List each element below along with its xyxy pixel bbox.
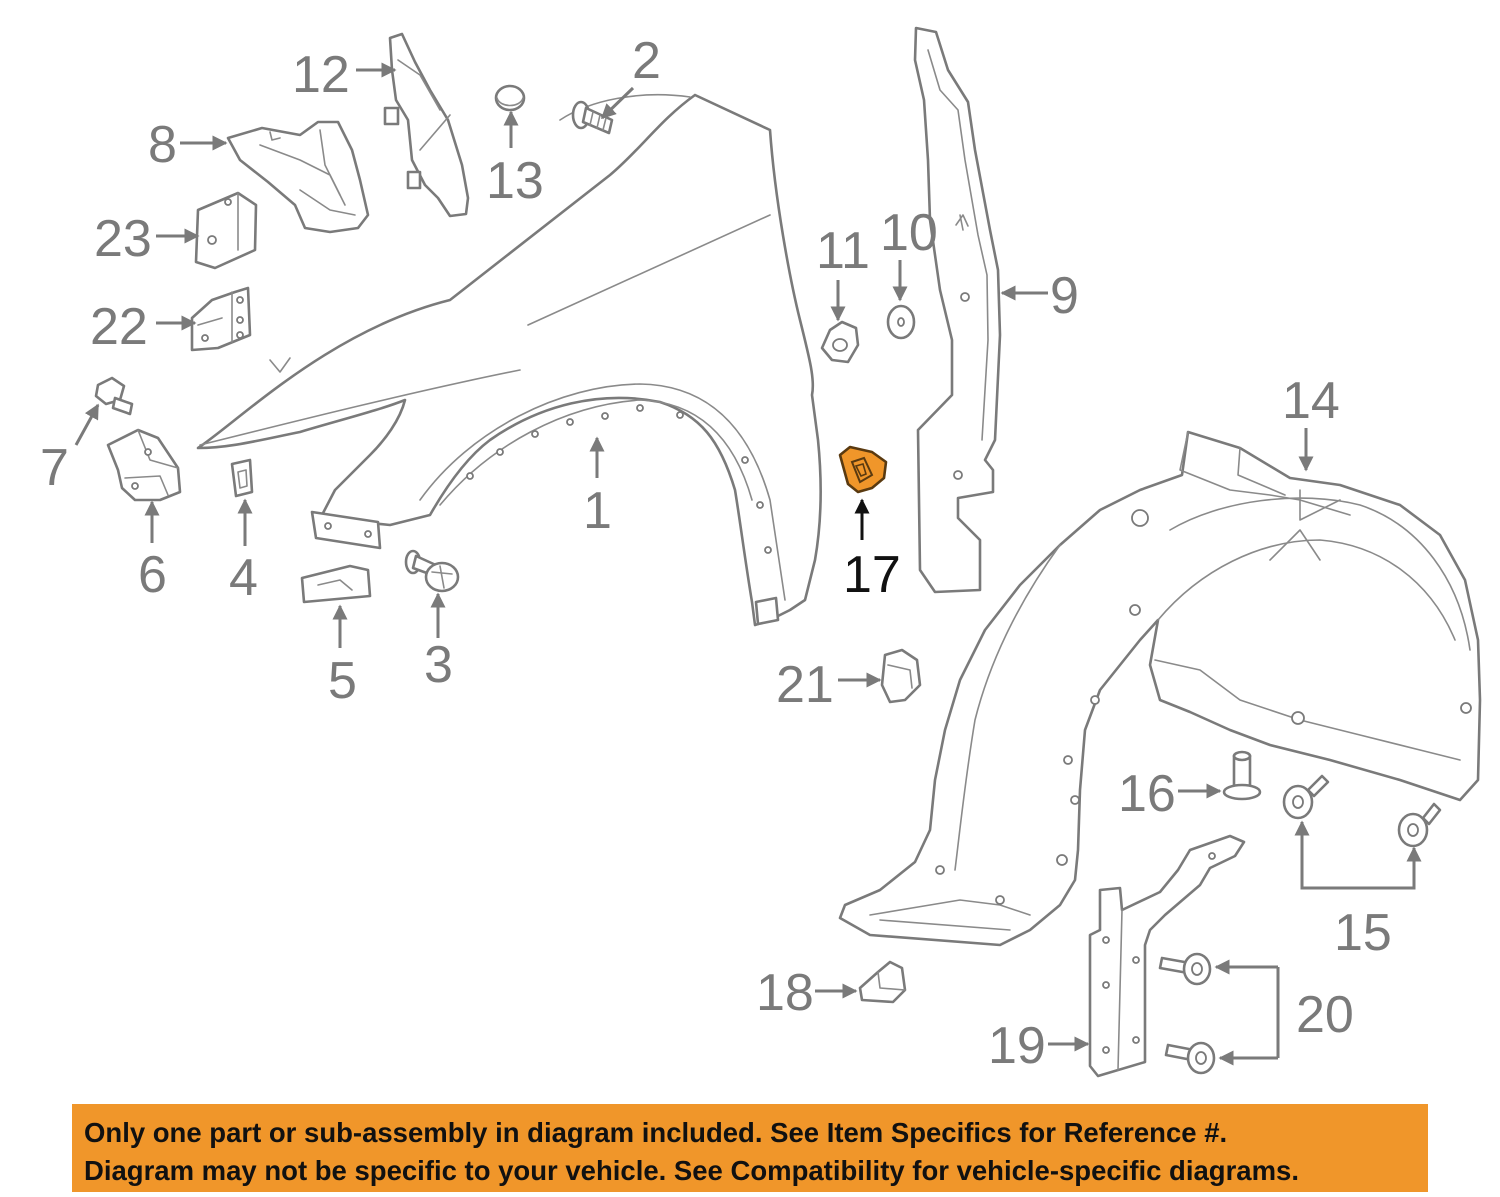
callout-23: 23 [94, 210, 152, 268]
parts-diagram: 1 2 3 4 5 6 7 8 9 10 11 12 13 14 15 16 1… [40, 26, 1482, 1078]
wheelhouse-liner-part-14 [838, 430, 1482, 947]
clip-part-18 [858, 960, 907, 1004]
disclaimer-line-2: Diagram may not be specific to your vehi… [84, 1155, 1299, 1186]
callout-numbers: 1 2 3 4 5 6 7 8 9 10 11 12 13 14 15 16 1… [40, 32, 1392, 1075]
fender-part-1 [196, 93, 822, 627]
pin-part-16 [1222, 750, 1262, 801]
callout-7: 7 [40, 439, 69, 497]
callout-4: 4 [229, 549, 258, 607]
callout-10: 10 [880, 204, 938, 262]
callout-14: 14 [1282, 372, 1340, 430]
callout-22: 22 [90, 298, 148, 356]
callout-1: 1 [583, 482, 612, 540]
callout-18: 18 [756, 964, 814, 1022]
leader-arrows [74, 62, 1422, 1066]
callout-2: 2 [632, 32, 661, 90]
clip-part-4 [230, 458, 254, 498]
callout-13: 13 [486, 152, 544, 210]
clip-part-17-highlighted [838, 445, 888, 494]
callout-11: 11 [816, 222, 870, 280]
bolt-part-7 [94, 376, 134, 416]
bracket-part-5 [300, 564, 372, 604]
bolt-part-2 [571, 100, 614, 135]
clip-part-21 [880, 648, 922, 704]
screw-part-20-b [1164, 1041, 1216, 1075]
callout-5: 5 [328, 652, 357, 710]
callout-21: 21 [776, 656, 834, 714]
callout-12: 12 [292, 46, 350, 104]
disclaimer-banner: Only one part or sub-assembly in diagram… [72, 1104, 1428, 1192]
callout-16: 16 [1118, 765, 1176, 823]
screw-part-15-a [1282, 774, 1330, 820]
screw-part-15-b [1397, 802, 1442, 848]
screw-part-20-a [1158, 952, 1212, 986]
callout-3: 3 [424, 636, 453, 694]
callout-20: 20 [1296, 986, 1354, 1044]
callout-17-highlighted: 17 [843, 546, 901, 604]
bracket-part-22 [190, 286, 252, 352]
bracket-part-8 [226, 120, 370, 234]
bracket-part-23 [194, 191, 258, 270]
liner-strip-part-9 [913, 26, 1002, 594]
nut-part-11 [820, 320, 860, 364]
disclaimer-line-1: Only one part or sub-assembly in diagram… [84, 1117, 1228, 1148]
callout-15: 15 [1334, 904, 1392, 962]
bracket-part-12 [383, 32, 470, 218]
deflector-part-19 [1088, 834, 1246, 1078]
hinge-bracket-part-6 [106, 428, 182, 502]
callout-19: 19 [988, 1017, 1046, 1075]
bolt-part-3 [404, 549, 460, 593]
plug-part-13 [494, 84, 526, 112]
washer-part-10 [886, 304, 916, 340]
callout-6: 6 [138, 546, 167, 604]
callout-9: 9 [1050, 267, 1079, 325]
callout-8: 8 [148, 116, 177, 174]
